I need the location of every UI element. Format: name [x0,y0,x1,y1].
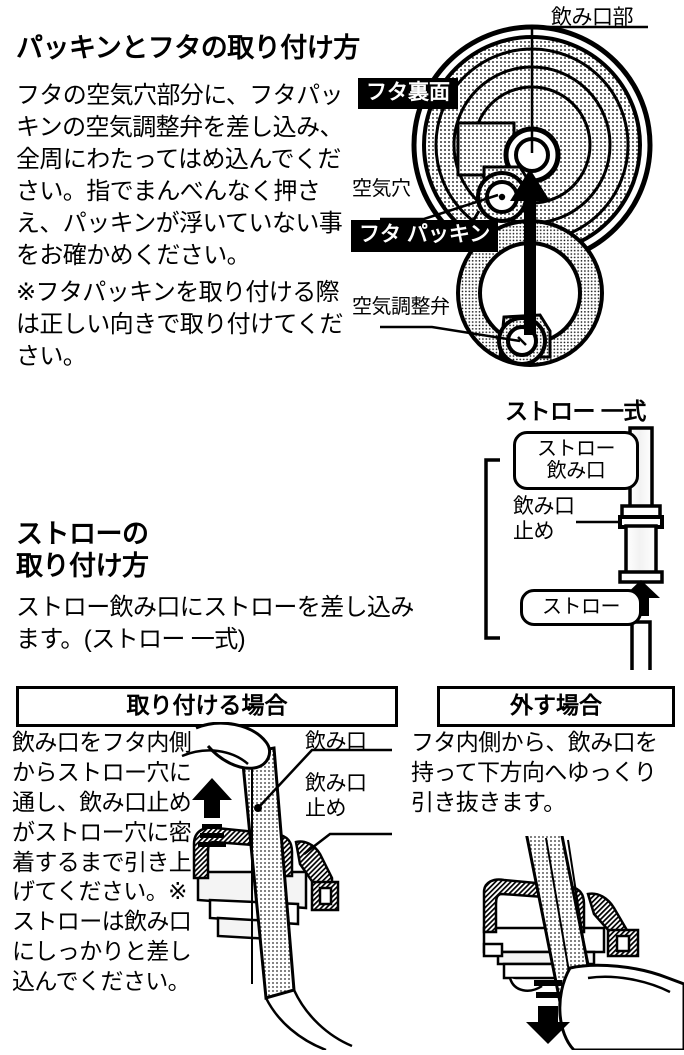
lid-section-paragraph-2: ※フタパッキンを取り付ける際は正しい向きで取り付けてください。 [16,279,343,370]
lid-illustration [372,5,684,385]
panel-detach-header: 外す場合 [437,686,675,727]
detach-drawing [482,824,684,1052]
badge-lid-back: フタ裏面 [358,78,458,109]
label-air-valve: 空気調整弁 [352,296,450,318]
straw-parts-title: ストロー 一式 [505,398,646,424]
label-spout-stopper-attach: 飲み口 止め [305,772,367,820]
lid-drawing [372,24,653,367]
straw-section-heading-line1: ストローの [16,519,149,549]
panel-detach-paragraph: フタ内側から、飲み口を持って下方向へゆっくり引き抜きます。 [411,729,658,815]
panel-detach-illustration [418,824,684,1052]
panel-attach-paragraph: 飲み口をフタ内側からストロー穴に通し、飲み口止めがストロー穴に密着するまで引き上… [12,729,192,995]
box-straw-spout: ストロー 飲み口 [513,431,639,490]
box-straw: ストロー [520,589,642,626]
panel-attach-illustration [180,721,392,1052]
straw-section-heading-line2: 取り付け方 [16,551,149,581]
label-spout-stopper-parts: 飲み口 止め [513,495,575,543]
label-air-hole: 空気穴 [352,178,411,200]
lid-section-paragraph-1: フタの空気穴部分に、フタパッキンの空気調整弁を差し込み、全周にわたってはめ込んで… [16,82,343,269]
panel-attach-header: 取り付ける場合 [16,686,398,727]
label-spout-part: 飲み口部 [551,6,634,29]
badge-lid-packing: フタ パッキン [351,220,499,252]
label-spout-attach: 飲み口 [305,730,367,753]
straw-section-paragraph: ストロー飲み口にストローを差し込みます。(ストロー 一式) [16,594,414,653]
lid-section-heading: パッキンとフタの取り付け方 [16,33,360,63]
attach-drawing [181,721,392,1052]
